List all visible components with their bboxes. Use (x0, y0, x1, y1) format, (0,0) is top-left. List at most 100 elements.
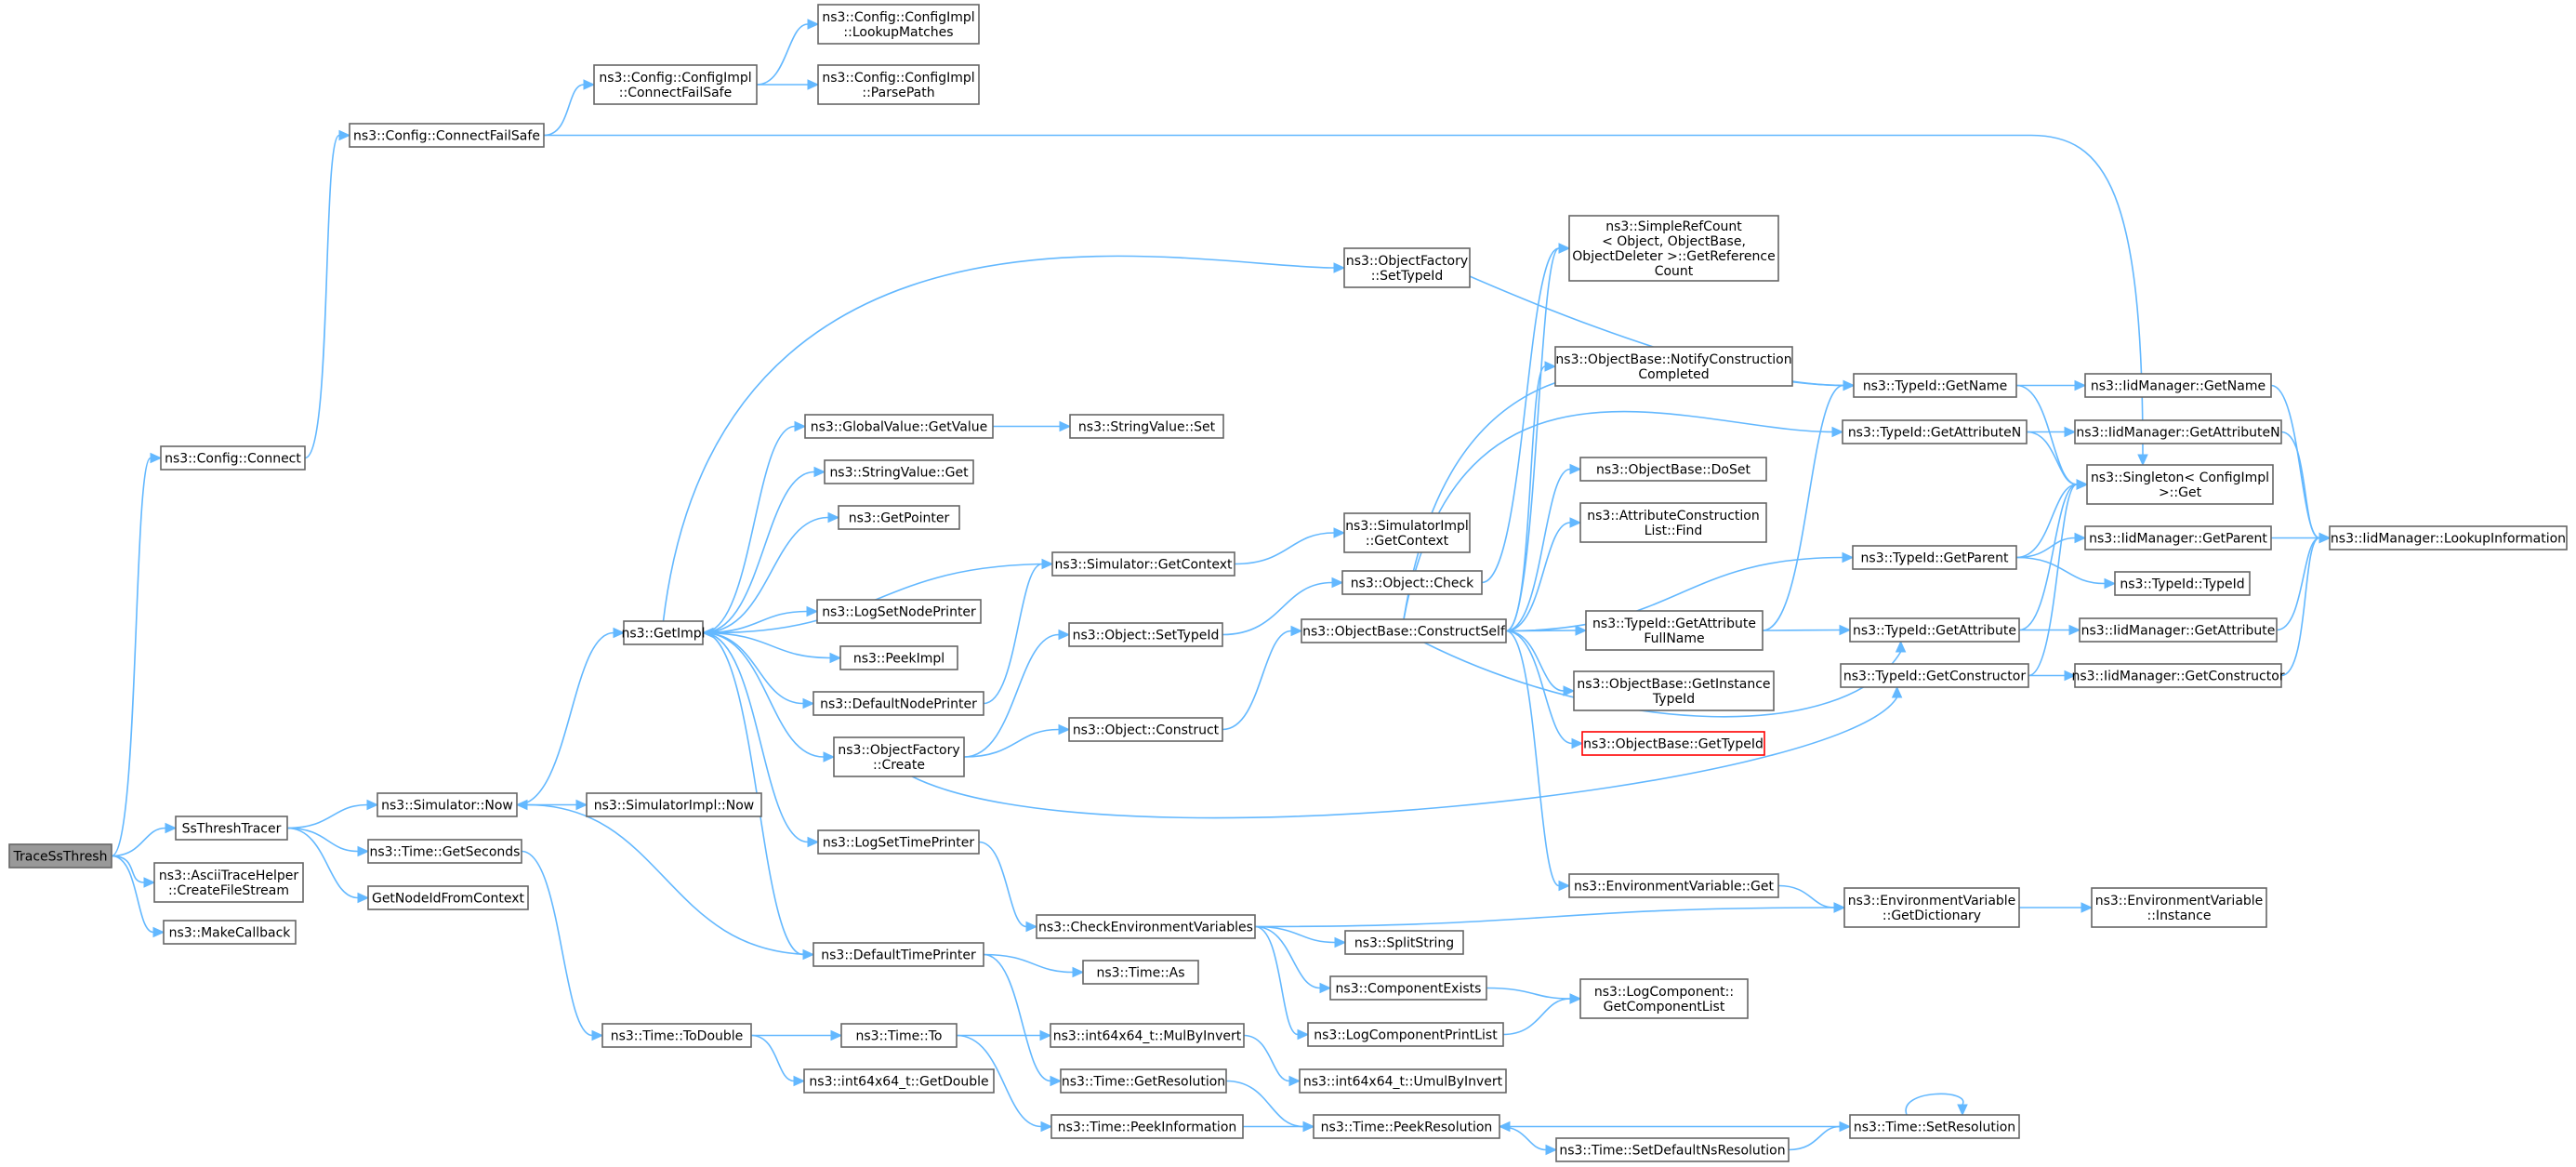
node-object_settypeid[interactable]: ns3::Object::SetTypeId (1068, 622, 1223, 647)
node-box (1082, 960, 1199, 985)
node-typeid_typeid[interactable]: ns3::TypeId::TypeId (2114, 571, 2251, 596)
node-cfgimpl_connectfailsafe[interactable]: ns3::Config::ConfigImpl::ConnectFailSafe (593, 64, 758, 105)
node-int64_getdouble[interactable]: ns3::int64x64_t::GetDouble (803, 1068, 995, 1094)
call-edge-objectbase_constructself-to-objectbase_gettypeid (1505, 630, 1573, 745)
node-cfgimpl_lookupmatches[interactable]: ns3::Config::ConfigImpl::LookupMatches (817, 4, 980, 45)
node-tracessthresh[interactable]: TraceSsThresh (8, 843, 112, 869)
node-time_getresolution[interactable]: ns3::Time::GetResolution (1060, 1068, 1227, 1094)
edge-arrowhead (2104, 577, 2117, 590)
node-cfgimpl_parsepath[interactable]: ns3::Config::ConfigImpl::ParsePath (817, 64, 980, 105)
node-typeid_getattribute[interactable]: ns3::TypeId::GetAttribute (1849, 617, 2020, 643)
node-box (1568, 873, 1779, 898)
node-label: ns3::Time::PeekInformation (1058, 1121, 1237, 1135)
node-stringvalue_get[interactable]: ns3::StringValue::Get (824, 459, 974, 484)
node-componentexists[interactable]: ns3::ComponentExists (1329, 975, 1487, 1001)
node-objectfactory_settypeid[interactable]: ns3::ObjectFactory::SetTypeId (1343, 247, 1471, 288)
node-logsetnodeprinter[interactable]: ns3::LogSetNodePrinter (816, 599, 982, 624)
node-stringvalue_set[interactable]: ns3::StringValue::Set (1069, 414, 1224, 439)
node-getpointer[interactable]: ns3::GetPointer (838, 505, 960, 530)
node-asciitrace[interactable]: ns3::AsciiTraceHelper::CreateFileStream (153, 862, 304, 903)
edge-arrowhead (793, 1075, 806, 1087)
node-notifyconstruction[interactable]: ns3::ObjectBase::NotifyConstructionCompl… (1554, 346, 1793, 387)
node-logsettimeprinter[interactable]: ns3::LogSetTimePrinter (817, 829, 980, 855)
node-simulatorimpl_getcontext[interactable]: ns3::SimulatorImpl::GetContext (1343, 512, 1471, 553)
call-edge-connectfailsafe-to-singleton_get (544, 134, 2144, 456)
node-time_to[interactable]: ns3::Time::To (840, 1023, 958, 1048)
node-time_peekresolution[interactable]: ns3::Time::PeekResolution (1313, 1114, 1500, 1139)
node-peekimpl[interactable]: ns3::PeekImpl (839, 645, 958, 670)
node-box (623, 620, 704, 645)
node-connectfailsafe[interactable]: ns3::Config::ConnectFailSafe (349, 123, 545, 148)
node-label: ns3::MakeCallback (169, 926, 292, 941)
node-makecallback[interactable]: ns3::MakeCallback (163, 920, 297, 945)
node-label: ::ConnectFailSafe (619, 86, 732, 100)
node-iid_getconstructor[interactable]: ns3::IidManager::GetConstructor (2071, 663, 2285, 688)
node-envvar_getdictionary[interactable]: ns3::EnvironmentVariable::GetDictionary (1843, 887, 2020, 928)
node-label: List::Find (1645, 524, 1703, 538)
node-object_construct[interactable]: ns3::Object::Construct (1068, 717, 1223, 742)
call-graph-edges (111, 19, 2332, 1156)
edge-arrowhead (2074, 532, 2087, 544)
edge-arrowhead (575, 799, 588, 811)
node-globalvalue_getvalue[interactable]: ns3::GlobalValue::GetValue (804, 414, 994, 439)
node-objectbase_doset[interactable]: ns3::ObjectBase::DoSet (1579, 457, 1767, 482)
node-defaultnodeprinter[interactable]: ns3::DefaultNodePrinter (812, 691, 984, 716)
node-iid_getattribute[interactable]: ns3::IidManager::GetAttribute (2079, 617, 2278, 643)
node-envvar_get[interactable]: ns3::EnvironmentVariable::Get (1568, 873, 1779, 898)
node-box (817, 4, 980, 45)
node-simulatorimpl_now[interactable]: ns3::SimulatorImpl::Now (586, 792, 762, 817)
node-objectbase_constructself[interactable]: ns3::ObjectBase::ConstructSelf (1301, 618, 1507, 643)
node-simplerefcount[interactable]: ns3::SimpleRefCount< Object, ObjectBase,… (1568, 215, 1779, 282)
node-label: < Object, ObjectBase, (1602, 234, 1746, 249)
node-singleton_get[interactable]: ns3::Singleton< ConfigImpl >::Get (2086, 464, 2274, 505)
node-defaulttimeprinter[interactable]: ns3::DefaultTimePrinter (812, 942, 984, 967)
node-simulator_getcontext[interactable]: ns3::Simulator::GetContext (1051, 551, 1235, 577)
node-time_as[interactable]: ns3::Time::As (1082, 960, 1199, 985)
node-box (817, 829, 980, 855)
node-typeid_getparent[interactable]: ns3::TypeId::GetParent (1852, 545, 2017, 570)
node-box (1853, 373, 2017, 398)
node-getnodeidfromcontext[interactable]: GetNodeIdFromContext (367, 885, 529, 910)
node-box (1344, 930, 1464, 955)
node-typeid_getconstructor[interactable]: ns3::TypeId::GetConstructor (1840, 663, 2029, 688)
node-iid_getname[interactable]: ns3::IidManager::GetName (2084, 373, 2272, 398)
node-ssthreshtracer[interactable]: SsThreshTracer (175, 816, 288, 841)
node-time_peekinformation[interactable]: ns3::Time::PeekInformation (1050, 1114, 1244, 1139)
node-box (349, 123, 545, 148)
node-objectbase_gettypeid[interactable]: ns3::ObjectBase::GetTypeId (1581, 731, 1765, 756)
node-connect[interactable]: ns3::Config::Connect (160, 445, 306, 471)
node-getimpl[interactable]: ns3::GetImpl (621, 620, 706, 645)
node-label: ns3::Simulator::GetContext (1054, 558, 1233, 573)
node-box (2329, 525, 2568, 550)
node-label: ns3::TypeId::GetName (1863, 379, 2007, 394)
node-box (812, 691, 984, 716)
node-int64_umulbyinvert[interactable]: ns3::int64x64_t::UmulByInvert (1299, 1068, 1507, 1094)
node-envvar_instance[interactable]: ns3::EnvironmentVariable::Instance (2091, 887, 2267, 928)
node-iid_lookupinformation[interactable]: ns3::IidManager::LookupInformation (2329, 525, 2568, 550)
node-simulator_now[interactable]: ns3::Simulator::Now (376, 792, 518, 817)
node-time_setdefaultnsresolution[interactable]: ns3::Time::SetDefaultNsResolution (1555, 1137, 1790, 1162)
node-label: ns3::AsciiTraceHelper (159, 869, 299, 883)
node-label: ns3::TypeId::GetAttribute (1592, 617, 1756, 631)
node-objectfactory_create[interactable]: ns3::ObjectFactory::Create (833, 736, 965, 777)
node-typeid_getname[interactable]: ns3::TypeId::GetName (1853, 373, 2017, 398)
node-label: ::Instance (2147, 908, 2212, 923)
node-iid_getparent[interactable]: ns3::IidManager::GetParent (2084, 525, 2272, 550)
node-object_check[interactable]: ns3::Object::Check (1341, 570, 1483, 595)
node-int64_mulbyinvert[interactable]: ns3::int64x64_t::MulByInvert (1050, 1023, 1245, 1048)
node-logcomponent_getcomponentlist[interactable]: ns3::LogComponent::GetComponentList (1579, 978, 1749, 1019)
node-typeid_getattributen[interactable]: ns3::TypeId::GetAttributeN (1842, 419, 2028, 444)
edge-arrowhead (1050, 1075, 1063, 1087)
node-time_getseconds[interactable]: ns3::Time::GetSeconds (367, 839, 522, 864)
node-logcomponentprintlist[interactable]: ns3::LogComponentPrintList (1307, 1022, 1504, 1047)
node-checkenvvars[interactable]: ns3::CheckEnvironmentVariables (1036, 914, 1256, 939)
node-time_setresolution[interactable]: ns3::Time::SetResolution (1849, 1114, 2020, 1139)
call-edge-getimpl-to-objectfactory_settypeid (662, 255, 1335, 622)
node-iid_getattributen[interactable]: ns3::IidManager::GetAttributeN (2074, 419, 2282, 444)
node-splitstring[interactable]: ns3::SplitString (1344, 930, 1464, 955)
node-time_todouble[interactable]: ns3::Time::ToDouble (601, 1023, 752, 1048)
node-box (1050, 1114, 1244, 1139)
